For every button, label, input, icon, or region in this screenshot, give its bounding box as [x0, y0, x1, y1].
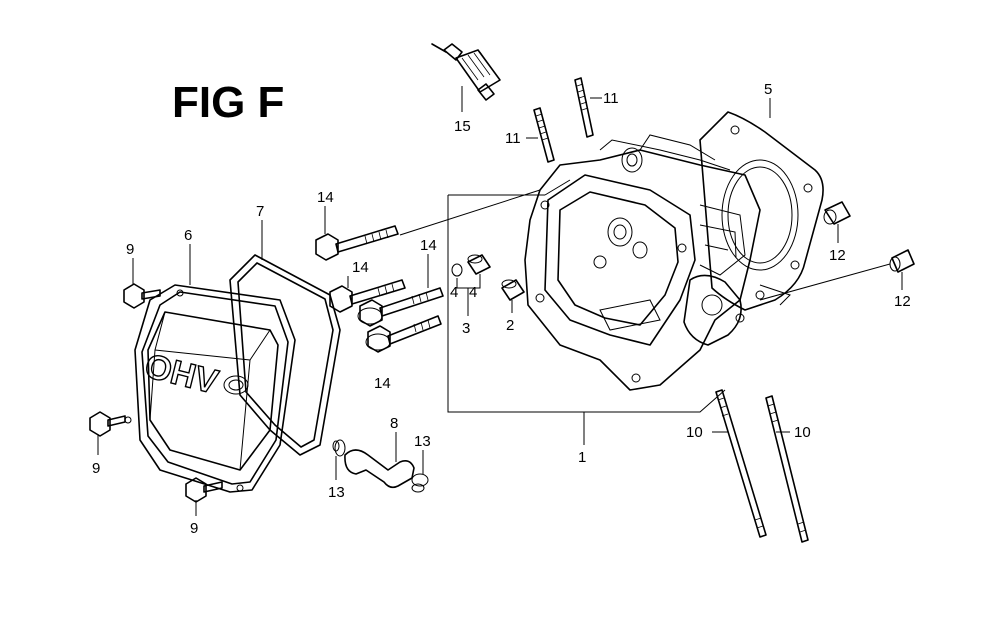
head-bolt-washer-lower	[365, 315, 442, 353]
callout-7: 7	[256, 203, 264, 220]
callout-labels: 1 2 3 4 4 5 6 7 8 9 9 9 10 10 11 11 12 1…	[92, 81, 911, 537]
callout-4-left: 4	[450, 284, 458, 301]
callout-14-right: 14	[420, 237, 437, 254]
callout-12-lower: 12	[894, 293, 911, 310]
callout-15: 15	[454, 118, 471, 135]
callout-9-lower: 9	[190, 520, 198, 537]
hose-clamp-right	[411, 473, 429, 493]
callout-2: 2	[506, 317, 514, 334]
stud-bolt-right	[574, 77, 594, 138]
dowel-lower-right	[889, 249, 915, 273]
long-stud-right	[765, 395, 809, 543]
callout-9-left: 9	[92, 460, 100, 477]
callout-8: 8	[390, 415, 398, 432]
head-cover: OHV	[124, 284, 296, 493]
callout-13-right: 13	[414, 433, 431, 450]
callout-10-right: 10	[794, 424, 811, 441]
callout-4-right: 4	[469, 284, 477, 301]
head-bolt-long	[315, 225, 399, 261]
callout-11-left: 11	[505, 130, 521, 147]
head-gasket	[699, 111, 824, 311]
callout-11-right: 11	[603, 90, 619, 107]
callout-14-lower: 14	[374, 375, 391, 392]
callout-3: 3	[462, 320, 470, 337]
cylinder-head	[524, 134, 791, 391]
spark-plug	[431, 43, 501, 101]
callout-5: 5	[764, 81, 772, 98]
callout-14-middle: 14	[352, 259, 369, 276]
cover-bolt-lower	[185, 477, 223, 503]
callout-1: 1	[578, 449, 586, 466]
breather-tube	[344, 449, 415, 489]
figure-title: FIG F	[172, 78, 284, 127]
head-bolt-short	[329, 279, 406, 313]
dowel-pin	[501, 279, 525, 301]
callout-13-left: 13	[328, 484, 345, 501]
cover-embossing: OHV	[141, 347, 222, 402]
callout-12-upper: 12	[829, 247, 846, 264]
head-bolt-washer-upper	[357, 287, 444, 327]
callout-10-left: 10	[686, 424, 703, 441]
dowel-upper-right	[823, 201, 851, 225]
hose-clamp-left	[332, 439, 346, 457]
callout-6: 6	[184, 227, 192, 244]
cover-bolt-upper	[123, 283, 161, 309]
long-stud-left	[715, 389, 767, 538]
dowel-and-oring	[451, 254, 491, 277]
callout-14-upper: 14	[317, 189, 334, 206]
stud-bolt-left	[533, 107, 555, 163]
callout-9-upper: 9	[126, 241, 134, 258]
cover-bolt-lower-left	[89, 411, 126, 437]
head-cover-gasket	[229, 254, 341, 456]
